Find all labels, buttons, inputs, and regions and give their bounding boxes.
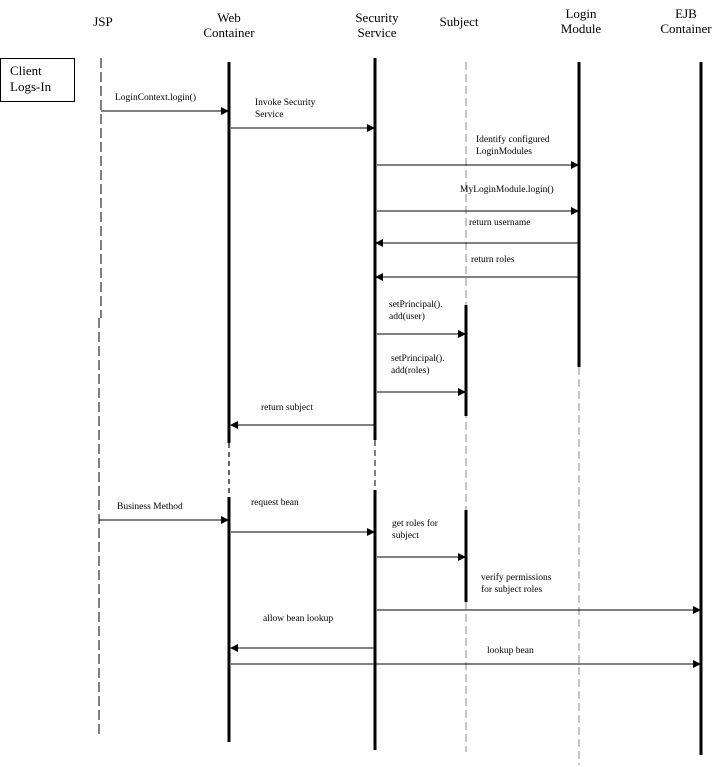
- participant-jsp: JSP: [93, 14, 113, 29]
- msg-invoke-security-service: Invoke Security Service: [255, 98, 316, 120]
- msg-verify-permissions: verify permissions for subject roles: [481, 573, 552, 595]
- msg-get-roles: get roles for subject: [392, 519, 438, 541]
- client-logs-in-box: Client Logs-In: [0, 58, 75, 102]
- participant-web-container: Web Container: [203, 10, 255, 40]
- msg-return-subject: return subject: [261, 403, 313, 413]
- msg-return-username: return username: [469, 218, 531, 228]
- msg-return-roles: return roles: [471, 255, 515, 265]
- msg-business-method: Business Method: [117, 502, 183, 512]
- msg-myloginmodule-login: MyLoginModule.login(): [460, 185, 554, 195]
- msg-identify-loginmodules: Identify configured LoginModules: [476, 135, 550, 157]
- participant-security-service: Security Service: [355, 10, 399, 40]
- msg-add-user: setPrincipal(). add(user): [389, 300, 443, 322]
- msg-add-roles: setPrincipal(). add(roles): [391, 354, 445, 376]
- participant-login-module: Login Module: [560, 6, 602, 36]
- msg-request-bean: request bean: [251, 498, 299, 508]
- msg-logincontext-login: LoginContext.login(): [115, 93, 197, 103]
- participant-subject: Subject: [439, 14, 479, 29]
- participant-ejb-container: EJB Container: [660, 6, 712, 36]
- msg-allow-bean-lookup: allow bean lookup: [263, 614, 334, 624]
- msg-lookup-bean: lookup bean: [487, 646, 534, 656]
- lifeline-jsp: [98, 58, 102, 735]
